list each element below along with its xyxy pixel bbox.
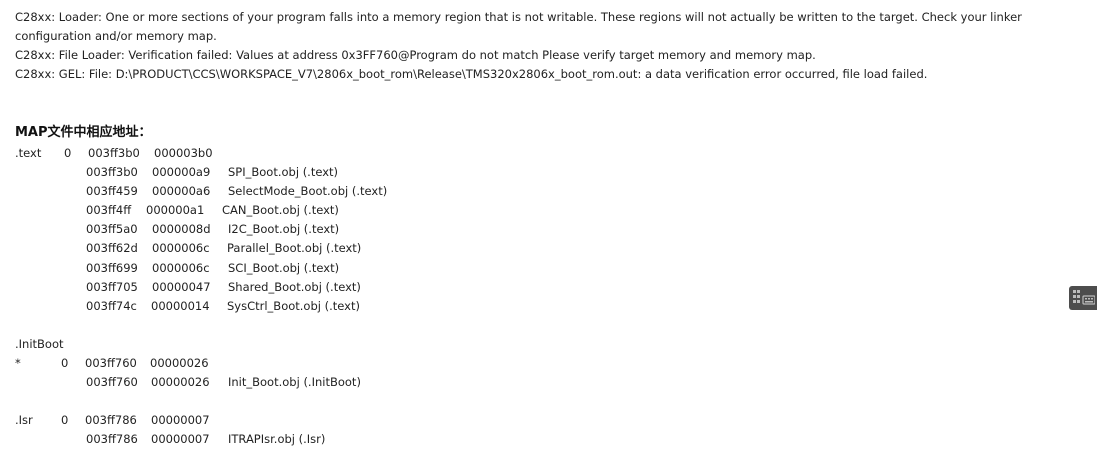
entry-address: 003ff74c (86, 298, 137, 313)
entry-length: 000000a9 (152, 165, 211, 180)
keyboard-icon (1073, 290, 1097, 306)
map-heading: MAP文件中相应地址： (15, 125, 152, 140)
map-entry-row: 003ff4ff 000000a1 CAN_Boot.obj (.text) (15, 201, 1015, 220)
entry-object: Shared_Boot.obj (.text) (228, 279, 361, 294)
section-origin: 003ff760 (85, 355, 137, 370)
entry-object: CAN_Boot.obj (.text) (222, 203, 339, 218)
map-entry-row: 003ff74c 00000014 SysCtrl_Boot.obj (.tex… (15, 297, 1015, 316)
console-line-loader-warning: C28xx: Loader: One or more sections of y… (15, 10, 1022, 43)
entry-length: 0000006c (152, 260, 210, 275)
entry-address: 003ff4ff (86, 203, 132, 218)
side-toolbar-button[interactable] (1069, 286, 1097, 310)
map-listing: .text 0 003ff3b0 000003b0 003ff3b0 00000… (15, 144, 1015, 449)
console-line-verification-failed: C28xx: File Loader: Verification failed:… (15, 48, 816, 62)
map-entry-row: 003ff459 000000a6 SelectMode_Boot.obj (.… (15, 182, 1015, 201)
entry-length: 0000006c (152, 241, 210, 256)
map-section-row: * 0 003ff760 00000026 (15, 354, 1015, 373)
entry-object: SelectMode_Boot.obj (.text) (228, 184, 388, 199)
map-section-row: .Isr 0 003ff786 00000007 (15, 411, 1015, 430)
entry-address: 003ff5a0 (86, 222, 138, 237)
section-name: .text (15, 146, 42, 160)
console-line-gel-error: C28xx: GEL: File: D:\PRODUCT\CCS\WORKSPA… (15, 67, 928, 81)
entry-object: SCI_Boot.obj (.text) (228, 260, 340, 275)
entry-length: 00000007 (151, 432, 210, 447)
entry-object: I2C_Boot.obj (.text) (228, 222, 340, 237)
entry-address: 003ff699 (86, 260, 138, 275)
entry-length: 00000026 (151, 375, 210, 390)
entry-length: 000000a1 (146, 203, 205, 218)
section-name: .Isr (15, 413, 33, 428)
entry-address: 003ff760 (86, 375, 138, 390)
map-entry-row: 003ff62d 0000006c Parallel_Boot.obj (.te… (15, 239, 1015, 258)
entry-object: SysCtrl_Boot.obj (.text) (227, 298, 360, 313)
entry-length: 0000008d (152, 222, 211, 237)
console-output: C28xx: Loader: One or more sections of y… (15, 8, 1093, 84)
section-origin: 003ff786 (85, 413, 137, 428)
section-page: 0 (61, 413, 69, 428)
entry-object: SPI_Boot.obj (.text) (228, 165, 339, 180)
section-name: .InitBoot (15, 336, 64, 351)
entry-length: 00000014 (151, 298, 210, 313)
entry-address: 003ff786 (86, 432, 138, 447)
map-section-row: .InitBoot (15, 335, 1015, 354)
entry-length: 000000a6 (152, 184, 211, 199)
entry-object: Init_Boot.obj (.InitBoot) (228, 375, 361, 390)
entry-address: 003ff459 (86, 184, 138, 199)
blank-line (15, 392, 1015, 411)
entry-length: 00000047 (152, 279, 211, 294)
entry-address: 003ff62d (86, 241, 138, 256)
map-entry-row: 003ff760 00000026 Init_Boot.obj (.InitBo… (15, 373, 1015, 392)
entry-address: 003ff3b0 (86, 165, 138, 180)
section-page: 0 (64, 146, 72, 160)
map-entry-row: 003ff3b0 000000a9 SPI_Boot.obj (.text) (15, 163, 1015, 182)
section-length: 00000007 (151, 413, 210, 428)
map-entry-row: 003ff5a0 0000008d I2C_Boot.obj (.text) (15, 220, 1015, 239)
section-origin: 003ff3b0 (88, 146, 140, 160)
map-section-row: .text 0 003ff3b0 000003b0 (15, 144, 1015, 163)
section-star: * (15, 355, 21, 370)
section-length: 00000026 (150, 355, 209, 370)
blank-line (15, 316, 1015, 335)
entry-object: ITRAPIsr.obj (.Isr) (228, 432, 326, 447)
section-page: 0 (61, 355, 69, 370)
map-entry-row: 003ff705 00000047 Shared_Boot.obj (.text… (15, 278, 1015, 297)
entry-address: 003ff705 (86, 279, 138, 294)
map-entry-row: 003ff786 00000007 ITRAPIsr.obj (.Isr) (15, 430, 1015, 449)
entry-object: Parallel_Boot.obj (.text) (227, 241, 362, 256)
map-entry-row: 003ff699 0000006c SCI_Boot.obj (.text) (15, 259, 1015, 278)
section-length: 000003b0 (154, 146, 213, 160)
